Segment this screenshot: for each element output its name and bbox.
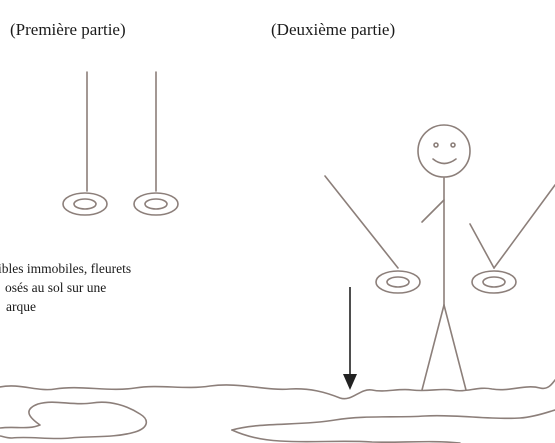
held-target-1-outer	[375, 270, 421, 294]
figure-arm-right-a	[469, 223, 495, 269]
figure-leg-right	[443, 304, 467, 391]
ground-mat-lower	[0, 401, 148, 440]
figure-eye-right	[450, 142, 456, 148]
target-ring-2-outer	[133, 192, 179, 216]
figure-arm-left-lower	[324, 175, 399, 269]
target-ring-1-outer	[62, 192, 108, 216]
caption-line-1: ibles immobiles, fleurets	[0, 261, 132, 276]
title-part-1: (Première partie)	[10, 20, 126, 39]
figure-head	[417, 124, 471, 178]
held-target-2-outer	[471, 270, 517, 294]
held-target-2-inner	[482, 276, 506, 288]
ground-mat-lower-right	[231, 409, 555, 431]
ground-mat-lower-right-2	[231, 429, 461, 443]
figure-leg-left	[421, 304, 445, 391]
part1-foils	[62, 71, 179, 216]
stick-figure	[324, 124, 555, 391]
title-part-2: (Deuxième partie)	[271, 20, 396, 39]
ground-mat-outline	[0, 379, 555, 400]
target-ring-2-inner	[144, 198, 168, 210]
figure-eye-left	[433, 142, 439, 148]
held-target-1-inner	[386, 276, 410, 288]
caption-line-2: osés au sol sur une	[5, 280, 107, 295]
figure-arm-left-upper	[421, 199, 445, 223]
figure-arm-right-b	[493, 184, 555, 269]
target-ring-1-inner	[73, 198, 97, 210]
caption-line-3: arque	[6, 299, 36, 314]
down-arrow	[343, 287, 357, 390]
figure-smile	[432, 158, 457, 165]
